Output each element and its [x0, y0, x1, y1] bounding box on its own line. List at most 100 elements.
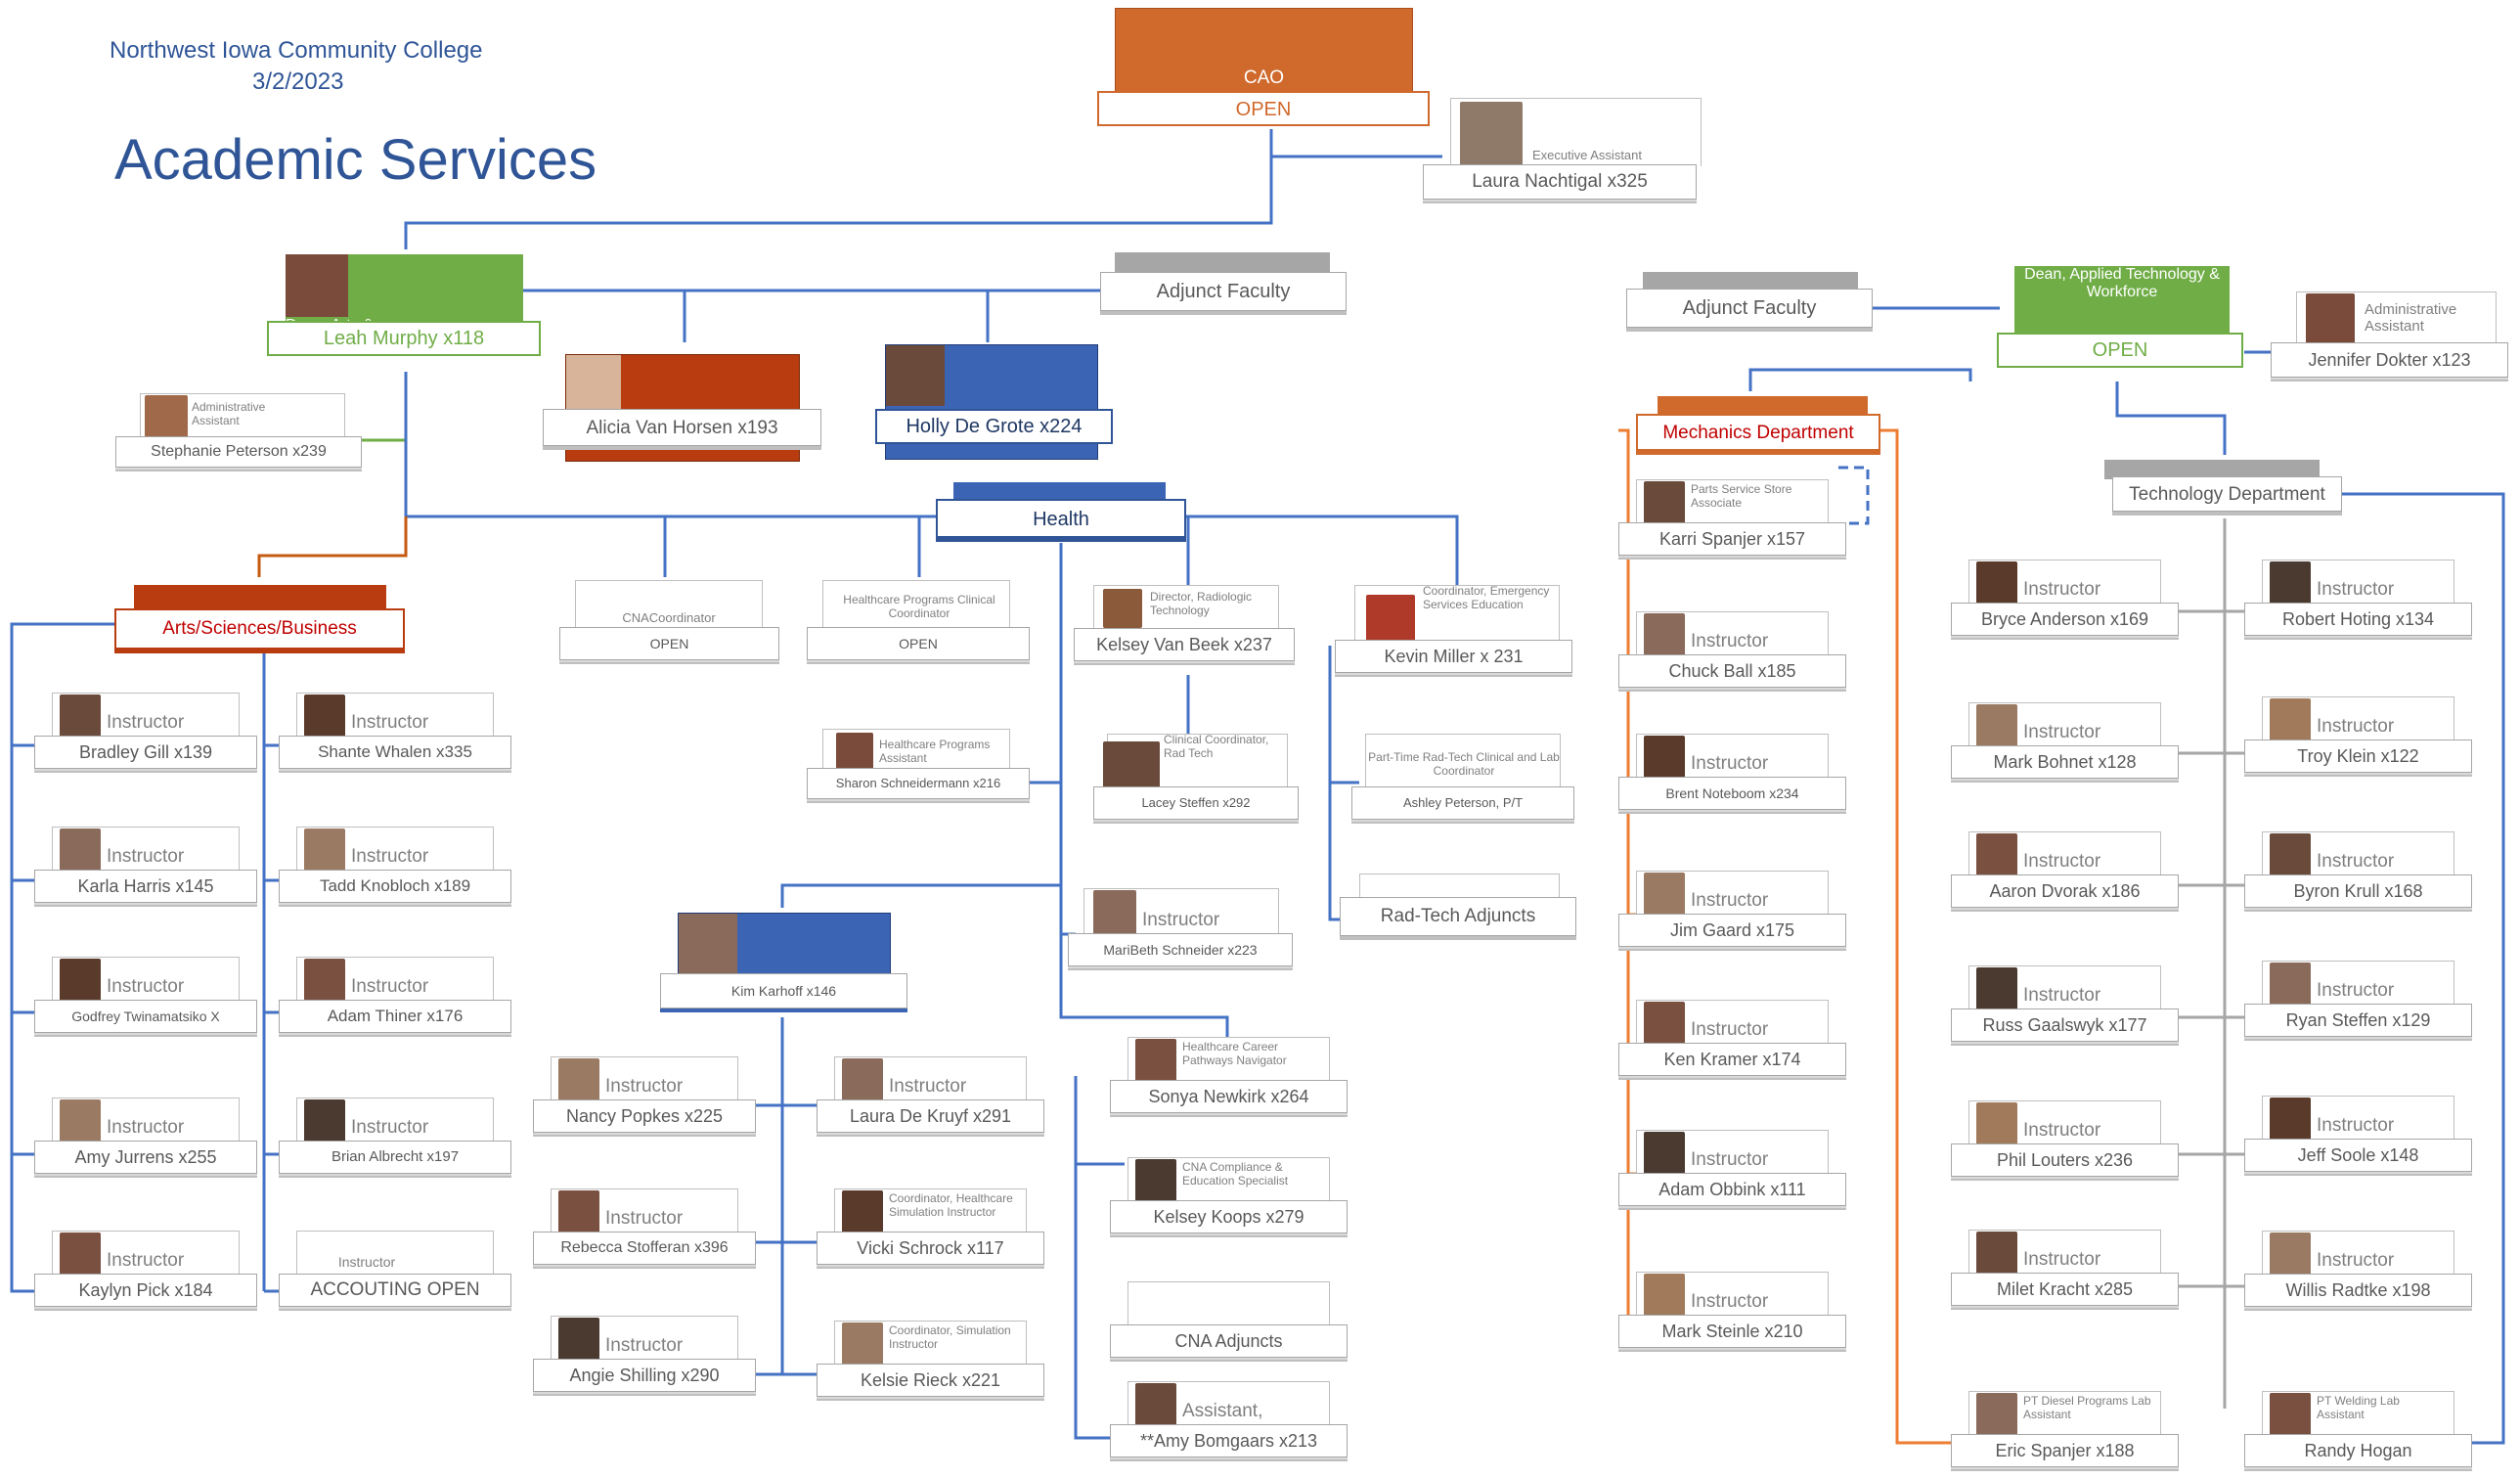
person-photo	[1976, 561, 2017, 605]
person-card[interactable]: Coordinator, Healthcare Simulation Instr…	[817, 1188, 1046, 1277]
mech-dept[interactable]: Mechanics Department	[1636, 414, 1880, 451]
online-nameplate[interactable]: Holly De Grote x224	[875, 409, 1113, 444]
dean-applied-nameplate[interactable]: OPEN	[1997, 333, 2243, 368]
person-role: Instructor	[351, 976, 429, 997]
dean-arts-box[interactable]: Dean, Arts & Science/ Business & Health	[286, 254, 523, 369]
adjunct-faculty-left[interactable]: Adjunct Faculty	[1100, 272, 1347, 311]
person-name: Rebecca Stofferan x396	[533, 1232, 756, 1265]
arts-dept-bar	[134, 585, 386, 608]
person-photo	[60, 1232, 101, 1276]
person-photo	[60, 695, 101, 738]
clinical-rad-card[interactable]: Clinical Coordinator, Rad Tech Lacey Ste…	[1093, 733, 1301, 836]
person-photo	[2270, 1232, 2311, 1276]
person-role: Instructor	[107, 712, 185, 733]
health-dept[interactable]: Health	[936, 499, 1186, 538]
person-card[interactable]: Assistant, Admissions**Amy Bomgaars x213	[1110, 1381, 1349, 1469]
cao-nameplate[interactable]: OPEN	[1097, 91, 1430, 126]
adjunct-faculty-right[interactable]: Adjunct Faculty	[1626, 289, 1873, 328]
dean-applied-box[interactable]: Dean, Applied Technology & Workforce	[2014, 266, 2230, 336]
nursing-director-nameplate[interactable]: Kim Karhoff x146	[660, 973, 907, 1008]
radtech-adjuncts[interactable]: Rad-Tech Adjuncts	[1340, 897, 1576, 936]
person-card[interactable]: CNA Adjuncts	[1110, 1281, 1349, 1369]
person-name: Bryce Anderson x169	[1951, 603, 2179, 636]
emergency-name: Kevin Miller x 231	[1335, 640, 1572, 673]
mech-dept-bar	[1658, 396, 1868, 418]
arts-dept[interactable]: Arts/Sciences/Business	[114, 608, 405, 650]
emergency-coordinator-card[interactable]: Coordinator, Emergency Services Educatio…	[1335, 584, 1574, 693]
adjunct-faculty-top-bar	[1115, 252, 1330, 272]
cao-role: CAO	[1243, 67, 1285, 88]
dean-arts-nameplate[interactable]: Leah Murphy x118	[267, 321, 541, 356]
person-photo	[1644, 613, 1685, 656]
cao-box[interactable]: CAO	[1115, 8, 1413, 98]
lms-nameplate[interactable]: Alicia Van Horsen x193	[543, 409, 821, 446]
tech-dept-bar	[2104, 460, 2320, 479]
person-role: Instructor	[1691, 1291, 1769, 1312]
applied-admin-card[interactable]: Administrative Assistant Jennifer Dokter…	[2271, 291, 2510, 389]
radiologic-director-card[interactable]: Director, Radiologic Technology Kelsey V…	[1074, 585, 1297, 683]
programs-assistant-card[interactable]: Healthcare Programs Assistant Sharon Sch…	[807, 729, 1032, 822]
person-role: Instructor	[107, 1117, 185, 1138]
nursing-director-name: Kim Karhoff x146	[730, 983, 837, 999]
person-name: Kelsie Rieck x221	[817, 1364, 1044, 1397]
person-photo	[1644, 736, 1685, 779]
person-photo	[304, 695, 345, 738]
person-role: Instructor	[2023, 579, 2101, 600]
person-name: Amy Jurrens x255	[34, 1141, 257, 1174]
person-name: Tadd Knobloch x189	[279, 870, 511, 903]
clinical-coordinator-role: Healthcare Programs Clinical Coordinator	[843, 593, 995, 620]
parttime-rad-card[interactable]: Part-Time Rad-Tech Clinical and Lab Coor…	[1351, 734, 1576, 836]
person-name: Brent Noteboom x234	[1618, 777, 1846, 810]
person-role: Instructor	[2023, 1249, 2101, 1270]
exec-assistant-card[interactable]: Executive Assistant Laura Nachtigal x325	[1423, 98, 1702, 205]
cna-coordinator-card[interactable]: CNACoordinator OPEN	[559, 580, 782, 678]
tech-dept-label: Technology Department	[2129, 484, 2325, 505]
person-photo	[2270, 1393, 2311, 1436]
person-photo	[1644, 1002, 1685, 1045]
person-name: Karri Spanjer x157	[1618, 522, 1846, 556]
arts-admin-card[interactable]: Administrative Assistant Stephanie Peter…	[115, 393, 365, 481]
person-photo	[566, 355, 621, 410]
clinical-coordinator-card[interactable]: Healthcare Programs Clinical Coordinator…	[807, 580, 1032, 678]
tech-dept[interactable]: Technology Department	[2112, 476, 2342, 512]
maribeth-card[interactable]: Instructor MariBeth Schneider x223	[1068, 888, 1295, 986]
